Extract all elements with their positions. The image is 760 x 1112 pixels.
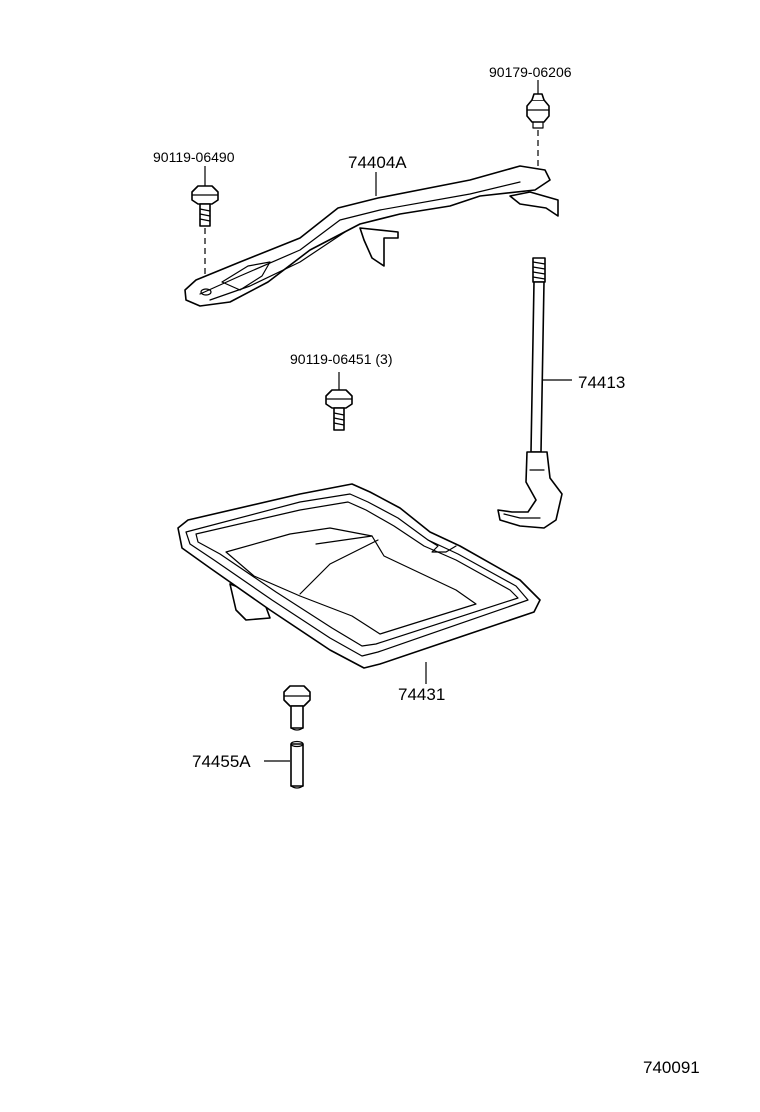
diagram-id: 740091 — [643, 1058, 700, 1077]
bolt-bottom-part-number: 74455A — [192, 752, 251, 771]
rod-part-number: 74413 — [578, 373, 625, 392]
nut-part — [526, 93, 550, 129]
battery-tray-part — [177, 483, 541, 669]
hold-down-clamp-part — [184, 165, 559, 307]
tray-part-number: 74431 — [398, 685, 445, 704]
bolt-mid-part-number: 90119-06451 (3) — [290, 351, 392, 367]
bolt-left-part-number: 90119-06490 — [153, 149, 235, 165]
bolt-mid-part — [325, 389, 353, 431]
bolt-bottom-part — [283, 685, 311, 789]
bolt-left-part — [191, 185, 219, 227]
nut-part-number: 90179-06206 — [489, 64, 572, 80]
rod-part — [497, 257, 563, 529]
clamp-part-number: 74404A — [348, 153, 407, 172]
